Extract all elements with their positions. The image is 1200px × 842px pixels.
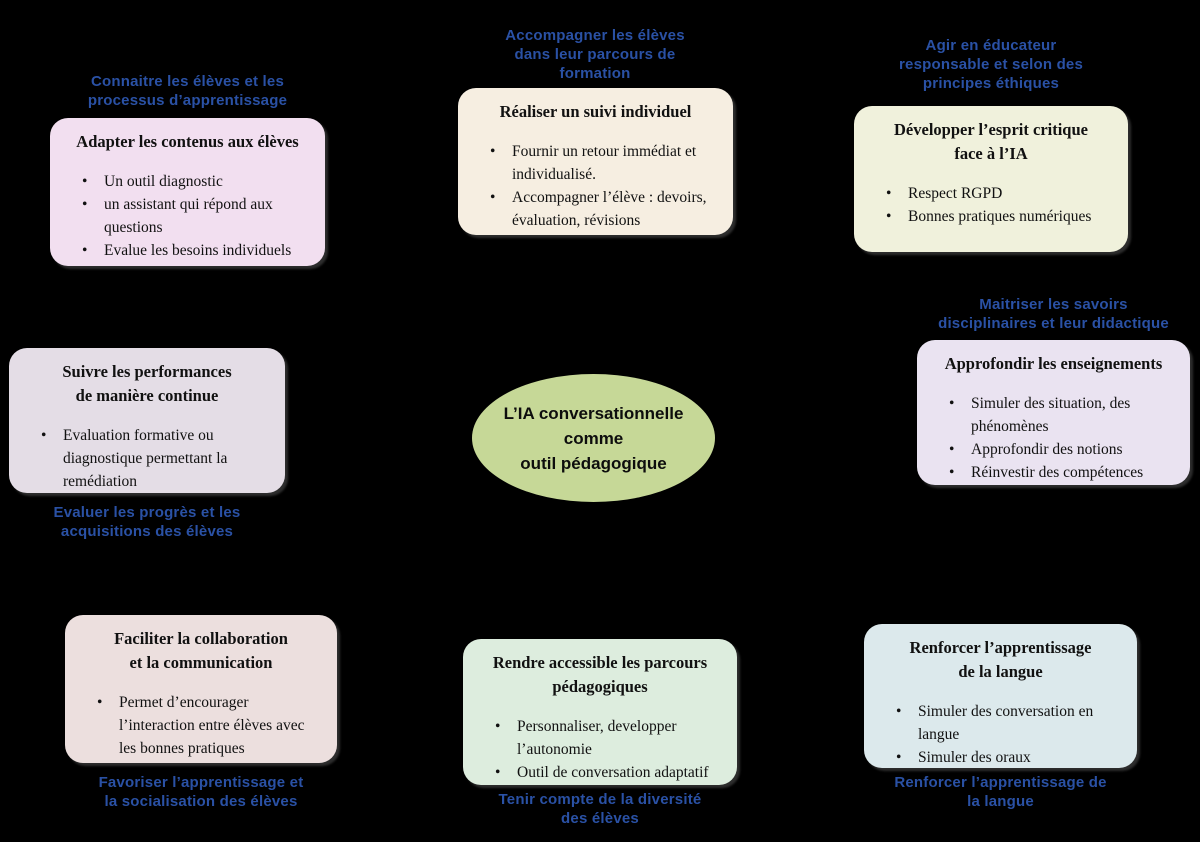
node-bullet-list: Permet d’encourager l’interaction entre … [79, 691, 323, 760]
bullet-item: Respect RGPD [882, 182, 1112, 205]
node-bullet-list: Simuler des situation, des phénomènes Ap… [931, 392, 1176, 484]
bullet-item: Réinvestir des compétences [945, 461, 1174, 484]
node-bullet-list: Personnaliser, developper l’autonomie Ou… [477, 715, 723, 784]
node-renforcer-apprentissage-langue: Renforcer l’apprentissage de la langue S… [864, 624, 1137, 769]
bullet-item: Accompagner l’élève : devoirs, évaluatio… [486, 186, 717, 232]
node-bullet-list: Respect RGPD Bonnes pratiques numériques [868, 182, 1114, 228]
theme-label-renforcer-langue: Renforcer l’apprentissage de la langue [894, 774, 1107, 810]
bullet-item: Bonnes pratiques numériques [882, 205, 1112, 228]
theme-label-agir-en-educateur: Agir en éducateur responsable et selon d… [898, 37, 1084, 92]
bullet-item: Approfondir des notions [945, 438, 1174, 461]
node-realiser-un-suivi: Réaliser un suivi individuel Fournir un … [458, 88, 733, 235]
node-bullet-list: Evaluation formative ou diagnostique per… [23, 424, 271, 493]
theme-label-maitriser-les-savoirs: Maitriser les savoirs disciplinaires et … [938, 296, 1169, 332]
bullet-item: Outil de conversation adaptatif [491, 761, 721, 784]
node-title: Adapter les contenus aux élèves [76, 132, 299, 151]
theme-label-evaluer-les-progres: Evaluer les progrès et les acquisitions … [53, 504, 241, 540]
theme-label-connaitre-les-eleves: Connaitre les élèves et les processus d’… [87, 73, 288, 109]
node-faciliter-la-collaboration: Faciliter la collaboration et la communi… [65, 615, 337, 763]
bullet-item: Personnaliser, developper l’autonomie [491, 715, 721, 761]
central-topic-ellipse: L’IA conversationnelle comme outil pédag… [472, 374, 715, 502]
node-title: Faciliter la collaboration et la communi… [114, 629, 288, 672]
bullet-item: un assistant qui répond aux questions [78, 193, 309, 239]
theme-label-accompagner-les-eleves: Accompagner les élèves dans leur parcour… [505, 27, 685, 82]
node-title: Développer l’esprit critique face à l’IA [894, 120, 1088, 163]
bullet-item: Un outil diagnostic [78, 170, 309, 193]
theme-label-favoriser-apprentissage: Favoriser l’apprentissage et la socialis… [98, 774, 304, 810]
theme-label-tenir-compte-diversite: Tenir compte de la diversité des élèves [498, 791, 702, 827]
bullet-item: Fournir un retour immédiat et individual… [486, 140, 717, 186]
node-title: Réaliser un suivi individuel [499, 102, 692, 121]
node-developper-esprit-critique: Développer l’esprit critique face à l’IA… [854, 106, 1128, 252]
node-rendre-accessible-parcours: Rendre accessible les parcours pédagogiq… [463, 639, 737, 785]
bullet-item: Simuler des situation, des phénomènes [945, 392, 1174, 438]
node-title: Rendre accessible les parcours pédagogiq… [492, 653, 708, 696]
node-bullet-list: Fournir un retour immédiat et individual… [472, 140, 719, 232]
node-approfondir-les-enseignements: Approfondir les enseignements Simuler de… [917, 340, 1190, 485]
node-title: Suivre les performances de manière conti… [62, 362, 232, 405]
bullet-item: Evaluation formative ou diagnostique per… [37, 424, 269, 493]
central-topic-text: L’IA conversationnelle comme outil pédag… [503, 403, 684, 473]
bullet-item: Permet d’encourager l’interaction entre … [93, 691, 321, 760]
bullet-item: Evalue les besoins individuels [78, 239, 309, 262]
bullet-item: Simuler des conversation en langue [892, 700, 1121, 746]
node-suivre-les-performances: Suivre les performances de manière conti… [9, 348, 285, 493]
node-title: Approfondir les enseignements [944, 354, 1163, 373]
node-bullet-list: Simuler des conversation en langue Simul… [878, 700, 1123, 769]
node-bullet-list: Un outil diagnostic un assistant qui rép… [64, 170, 311, 262]
node-adapter-les-contenus: Adapter les contenus aux élèves Un outil… [50, 118, 325, 266]
bullet-item: Simuler des oraux [892, 746, 1121, 769]
node-title: Renforcer l’apprentissage de la langue [909, 638, 1092, 681]
